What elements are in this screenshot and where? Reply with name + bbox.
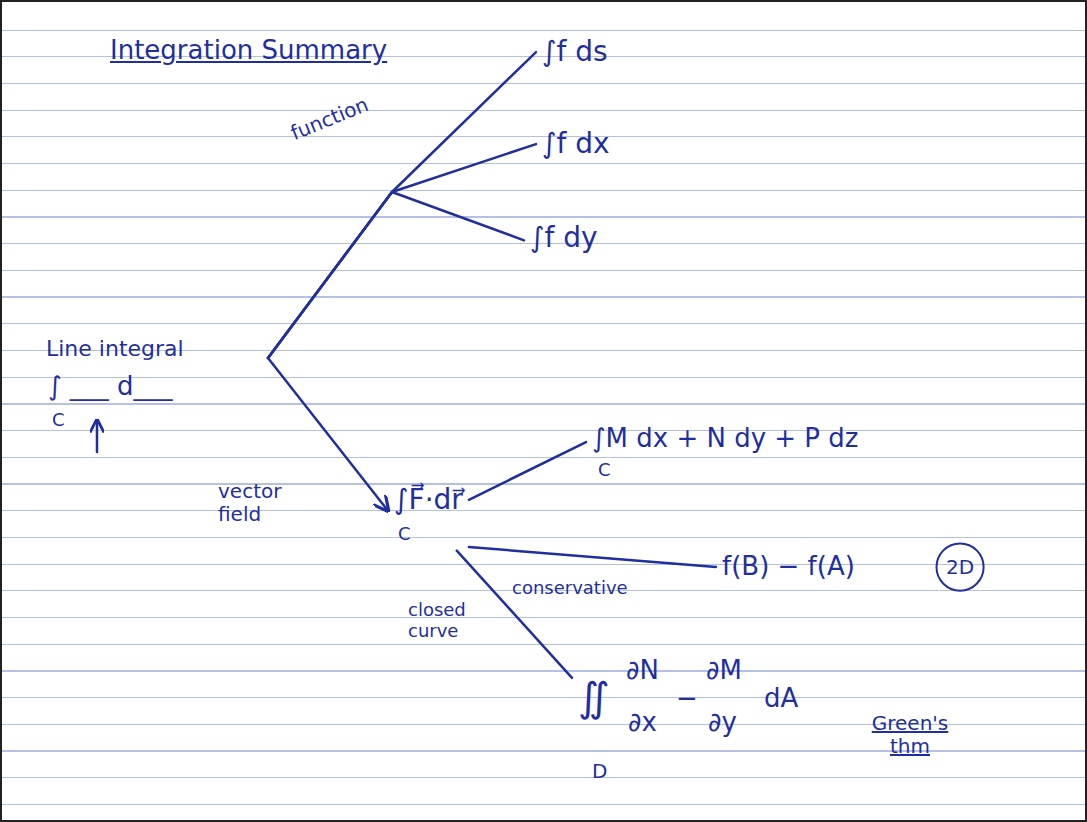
- circled-note: 2D: [935, 542, 985, 592]
- circle-outline: [937, 544, 984, 591]
- numerator: ∂M: [706, 656, 742, 686]
- formula-leaf: f(B) − f(A): [716, 546, 861, 588]
- formula: ∫f dx: [542, 128, 610, 160]
- branch-condition: vector field: [218, 480, 298, 526]
- double-integral-sign: ∬: [578, 674, 610, 720]
- page-title: Integration Summary: [110, 36, 387, 66]
- formula: ∫f ds: [542, 36, 608, 68]
- branch-condition: closed curve: [408, 600, 480, 641]
- numerator: ∂N: [626, 656, 659, 686]
- branch-label: function: [287, 93, 371, 145]
- lower-limit: C: [598, 460, 611, 481]
- formula: f(B) − f(A): [722, 552, 855, 582]
- formula: ∫F⃗·dr⃗: [394, 484, 463, 516]
- branch-line: [268, 192, 524, 358]
- blank-formula: ∫ ___ d___: [48, 372, 173, 402]
- root-label: Line integral: [46, 336, 184, 361]
- lower-limit: D: [592, 760, 607, 783]
- denominator: ∂y: [708, 708, 737, 738]
- branch-condition: conservative: [512, 578, 662, 599]
- formula-leaf: ∫f dy: [524, 216, 604, 260]
- lower-limit: C: [52, 410, 65, 431]
- pointer-arrow: [96, 420, 99, 452]
- branch-line: [457, 551, 572, 678]
- branch-line: [268, 144, 536, 358]
- formula-leaf: ∫f dx: [536, 122, 616, 166]
- theorem-name: Green's thm: [866, 712, 954, 758]
- branch-line: [469, 547, 716, 567]
- differential: dA: [764, 684, 798, 714]
- formula: ∫M dx + N dy + P dz: [592, 424, 858, 454]
- branch-line: [469, 442, 586, 500]
- branch-root: Line integral: [40, 330, 268, 367]
- formula-leaf: ∫M dx + N dy + P dz C: [586, 418, 864, 487]
- branch-line: [268, 52, 536, 358]
- branch-line: [268, 358, 388, 511]
- note-text: 2D: [946, 556, 974, 579]
- formula-leaf: ∬ ∂N ∂x−∂M ∂y dA D: [572, 650, 804, 789]
- formula: ∫f dy: [530, 222, 598, 254]
- lower-limit: C: [398, 524, 411, 545]
- minus-sign: −: [676, 684, 698, 714]
- denominator: ∂x: [628, 708, 657, 738]
- formula-hub: ∫F⃗·dr⃗ C: [388, 478, 469, 551]
- formula-leaf: ∫f ds: [536, 30, 614, 74]
